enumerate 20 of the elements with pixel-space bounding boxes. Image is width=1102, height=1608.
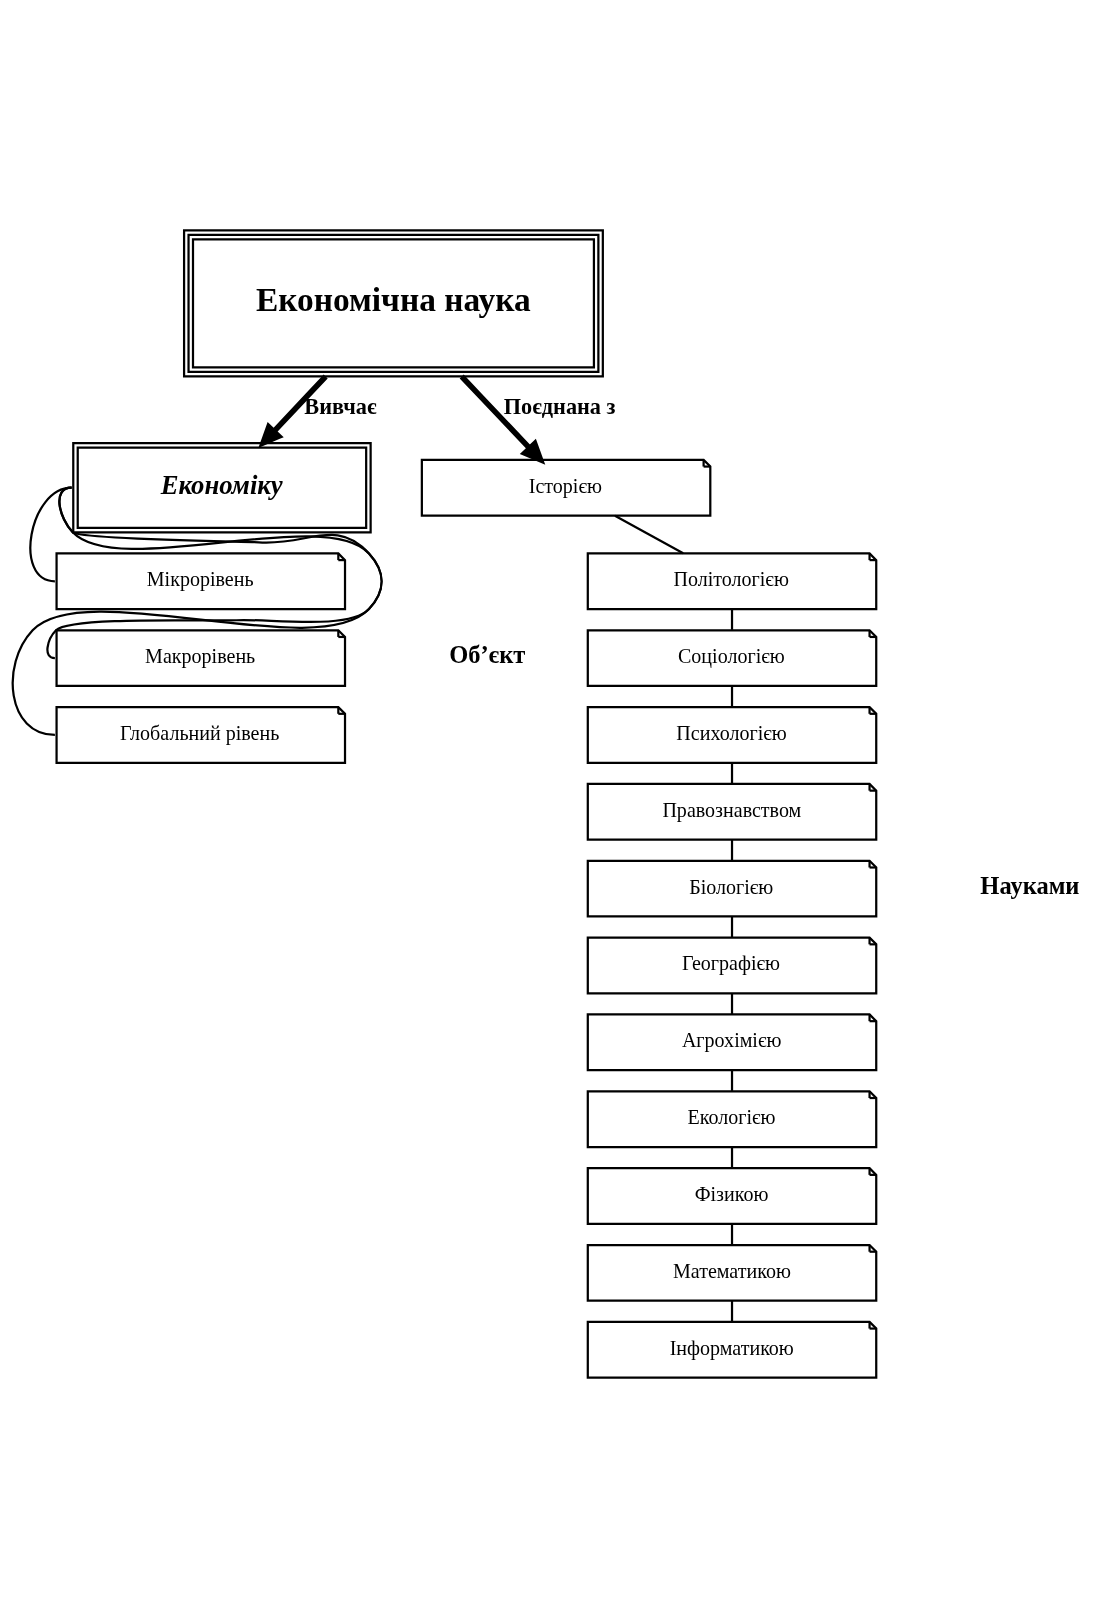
connector xyxy=(730,686,734,707)
node-box: Економіку xyxy=(72,442,372,534)
connector xyxy=(11,486,383,737)
node-box: Економічна наука xyxy=(182,229,604,378)
edge-label: Поєднана з xyxy=(503,394,616,420)
arrow xyxy=(258,374,328,448)
arrow xyxy=(459,374,546,465)
connector xyxy=(730,916,734,938)
edge-label: Вивчає xyxy=(304,394,377,420)
connector xyxy=(730,1070,734,1091)
connector xyxy=(730,1224,734,1245)
label: Об’єкт xyxy=(449,641,526,669)
label: Науками xyxy=(980,871,1080,899)
connector xyxy=(730,609,734,630)
connector xyxy=(730,839,734,861)
connector xyxy=(730,763,734,784)
connector xyxy=(614,514,684,555)
connector xyxy=(730,1147,734,1168)
connector xyxy=(730,1300,734,1322)
connector xyxy=(730,993,734,1015)
